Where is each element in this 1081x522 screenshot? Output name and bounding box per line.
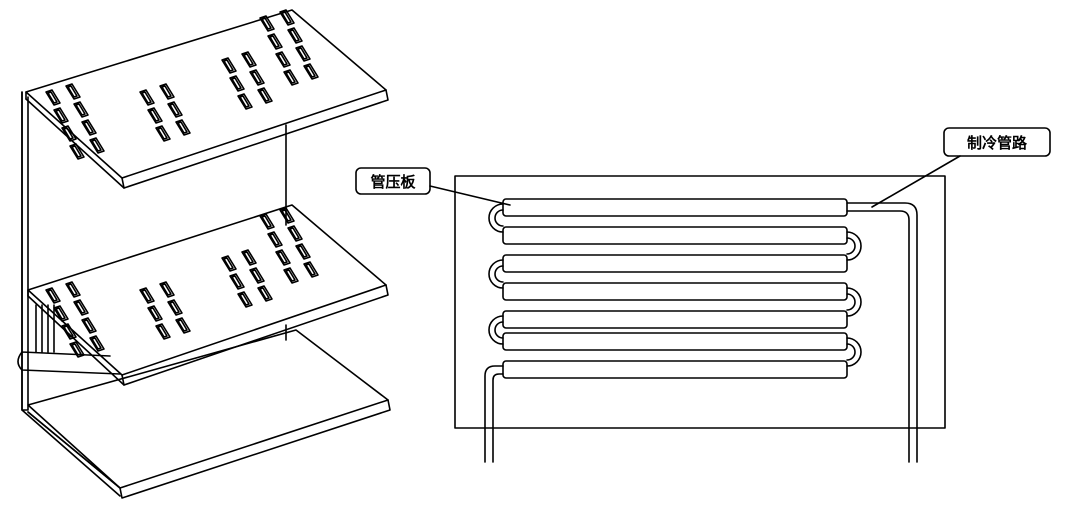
callout-refrigerant-pipe: 制冷管路: [871, 127, 1051, 208]
vent-slot: [69, 341, 85, 358]
vent-slot: [61, 125, 77, 142]
pipe-plate: [502, 310, 848, 329]
pipe-plate: [502, 282, 848, 301]
vent-slot: [257, 285, 273, 302]
pipe-plate: [502, 332, 848, 351]
pipe-plate: [502, 254, 848, 273]
vent-slot: [259, 213, 275, 230]
vent-slot: [267, 231, 283, 248]
upper-shelf: [25, 9, 389, 189]
vent-slot: [65, 281, 81, 298]
vent-slot: [69, 143, 85, 160]
vent-slot: [287, 27, 303, 44]
vent-slot: [283, 267, 299, 284]
vent-slot: [257, 87, 273, 104]
vent-slot: [139, 89, 155, 106]
rack-back-frame: [21, 91, 121, 497]
vent-slot: [279, 207, 295, 224]
vent-slot: [167, 101, 183, 118]
vent-slot: [175, 119, 191, 136]
vent-slot: [295, 243, 311, 260]
vent-slot: [147, 305, 163, 322]
pipe-plates: [502, 198, 848, 379]
vent-slot: [221, 57, 237, 74]
label-pipe-plate: 管压板: [370, 173, 416, 191]
vent-slot: [65, 83, 81, 100]
vent-slot: [139, 287, 155, 304]
vent-slot: [303, 63, 319, 80]
pipe-plate: [502, 226, 848, 245]
vent-slot: [267, 33, 283, 50]
vent-slot: [159, 83, 175, 100]
vent-slot: [283, 69, 299, 86]
vent-slot: [155, 125, 171, 142]
vent-slot: [279, 9, 295, 26]
vent-slot: [295, 45, 311, 62]
evaporator-panel: 管压板 制冷管路: [355, 127, 1051, 463]
vent-slot: [147, 107, 163, 124]
vent-slot: [159, 281, 175, 298]
vent-slot: [249, 69, 265, 86]
pipe-bends: [488, 203, 862, 367]
vent-slot: [45, 287, 61, 304]
vent-slot: [287, 225, 303, 242]
vent-slot: [275, 249, 291, 266]
vent-slot: [81, 119, 97, 136]
vent-slot: [237, 291, 253, 308]
side-pipe-stubs: [17, 304, 121, 375]
shelf-rack: [17, 9, 391, 499]
vent-slot: [61, 323, 77, 340]
vent-slot: [53, 305, 69, 322]
lower-shelf-slots: [45, 207, 319, 358]
vent-slot: [167, 299, 183, 316]
vent-slot: [303, 261, 319, 278]
vent-slot: [259, 15, 275, 32]
upper-shelf-slots: [45, 9, 319, 160]
pipe-plate: [502, 198, 848, 217]
vent-slot: [249, 267, 265, 284]
vent-slot: [241, 51, 257, 68]
vent-slot: [237, 93, 253, 110]
vent-slot: [89, 335, 105, 352]
vent-slot: [229, 75, 245, 92]
vent-slot: [45, 89, 61, 106]
bottom-plate: [27, 329, 391, 499]
vent-slot: [89, 137, 105, 154]
vent-slot: [175, 317, 191, 334]
vent-slot: [73, 101, 89, 118]
pipe-plate: [502, 360, 848, 379]
vent-slot: [229, 273, 245, 290]
label-refrigerant-pipe: 制冷管路: [967, 134, 1028, 152]
vent-slot: [53, 107, 69, 124]
vent-slot: [73, 299, 89, 316]
panel-outline: [454, 175, 946, 429]
lower-shelf: [27, 204, 389, 386]
vent-slot: [155, 323, 171, 340]
vent-slot: [275, 51, 291, 68]
refrigerant-pipe: [484, 202, 918, 463]
callout-pipe-plate: 管压板: [355, 167, 511, 206]
vent-slot: [81, 317, 97, 334]
vent-slot: [221, 255, 237, 272]
vent-slot: [241, 249, 257, 266]
